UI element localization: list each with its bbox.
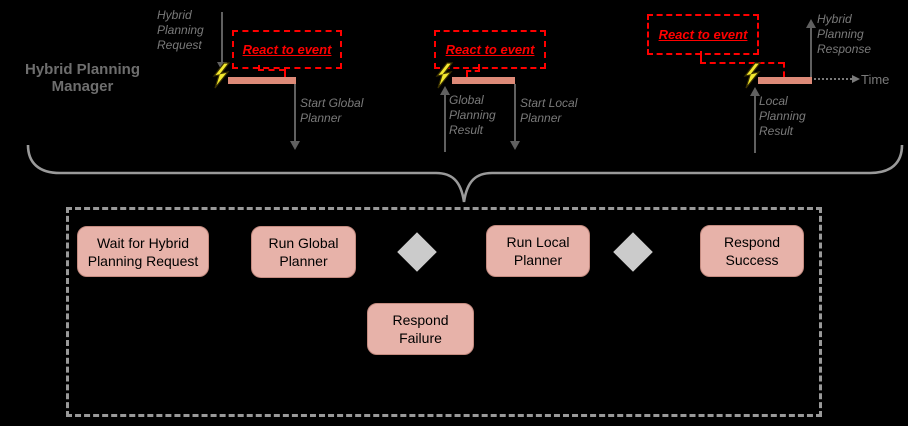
lifeline-label: Hybrid Planning Manager xyxy=(24,61,140,95)
react-to-event-box-3: React to event xyxy=(647,14,759,55)
react-to-event-label-1: React to event xyxy=(242,42,332,57)
react-to-event-box-1: React to event xyxy=(232,30,342,69)
lightning-bolt-icon xyxy=(435,62,454,89)
start-global-planner-label: Start Global Planner xyxy=(300,96,364,125)
lightning-bolt-icon xyxy=(212,62,231,89)
arrowhead-down-icon xyxy=(290,141,300,150)
node-run-global-planner: Run Global Planner xyxy=(251,226,356,278)
react-connector-2 xyxy=(466,70,468,78)
node-respond-failure: Respond Failure xyxy=(367,303,474,355)
hybrid-planning-request-label: Hybrid Planning Request xyxy=(157,8,204,52)
react-connector-1 xyxy=(258,65,260,70)
node-wait-for-hybrid-planning-request: Wait for Hybrid Planning Request xyxy=(77,226,209,277)
activation-bar-2 xyxy=(452,77,515,84)
arrowhead-down-icon xyxy=(510,141,520,150)
react-to-event-box-2: React to event xyxy=(434,30,546,69)
node-run-local-planner: Run Local Planner xyxy=(486,225,590,277)
node-respond-success: Respond Success xyxy=(700,225,804,277)
react-connector-2 xyxy=(478,64,480,71)
react-connector-3 xyxy=(700,62,784,64)
start-local-arrow-line xyxy=(514,84,516,142)
react-connector-3 xyxy=(783,62,785,77)
request-arrow-line xyxy=(221,12,223,64)
arrowhead-up-icon xyxy=(806,19,816,28)
global-result-arrow-line xyxy=(444,94,446,152)
react-to-event-label-2: React to event xyxy=(445,42,535,57)
response-arrow-line xyxy=(810,27,812,77)
react-to-event-label-3: React to event xyxy=(658,27,748,42)
time-axis-label: Time xyxy=(861,72,890,87)
activation-bar-1 xyxy=(228,77,296,84)
hybrid-planning-response-label: Hybrid Planning Response xyxy=(817,12,872,56)
arrowhead-up-icon xyxy=(750,87,760,96)
react-connector-1 xyxy=(284,69,286,78)
start-local-planner-label: Start Local Planner xyxy=(520,96,578,125)
react-connector-3 xyxy=(700,51,702,63)
react-connector-2 xyxy=(466,70,480,72)
flowchart-container xyxy=(66,207,822,417)
global-planning-result-label: Global Planning Result xyxy=(449,93,496,137)
start-global-arrow-line xyxy=(294,84,296,142)
activation-bar-3 xyxy=(758,77,812,84)
lightning-bolt-icon xyxy=(743,62,762,89)
arrowhead-right-icon xyxy=(852,75,860,83)
local-result-arrow-line xyxy=(754,95,756,153)
react-connector-1 xyxy=(258,69,285,71)
arrowhead-up-icon xyxy=(440,86,450,95)
local-planning-result-label: Local Planning Result xyxy=(759,94,806,138)
time-axis-dotted-line xyxy=(814,78,852,80)
